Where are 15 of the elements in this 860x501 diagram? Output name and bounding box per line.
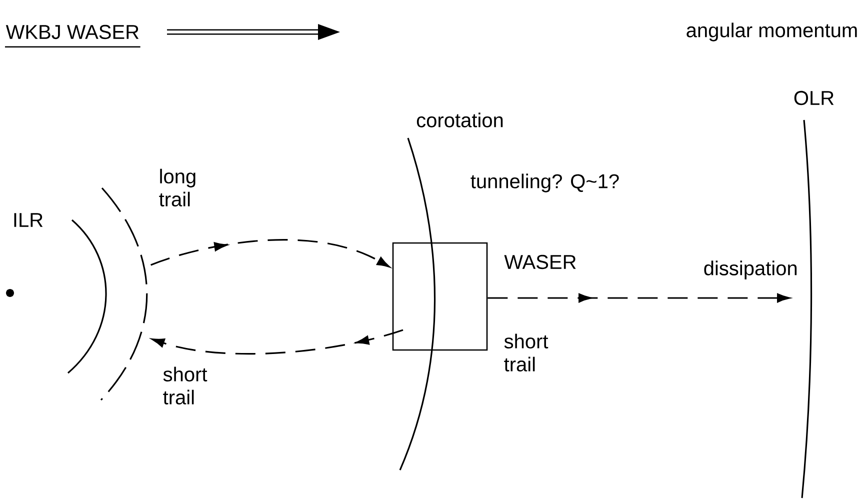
edge-label: long trail: [159, 168, 196, 206]
resonance-arc: ILR: [14, 213, 43, 227]
waser-box: WASER short trail: [392, 242, 576, 372]
edge-label: short trail: [163, 366, 208, 404]
resonance-arc: corotation: [416, 112, 503, 128]
node-label: WASER: [504, 254, 576, 270]
arrow: [488, 293, 790, 303]
node-label: short trail: [504, 334, 548, 372]
label: tunneling? Q~1?: [470, 174, 619, 192]
arrow: [152, 329, 404, 355]
title: WKBJ WASER: [6, 24, 139, 40]
arrow: [150, 239, 390, 268]
label: angular momentum: [686, 22, 857, 42]
edge-label: dissipation: [704, 260, 797, 280]
barrier-arc: [100, 188, 148, 401]
